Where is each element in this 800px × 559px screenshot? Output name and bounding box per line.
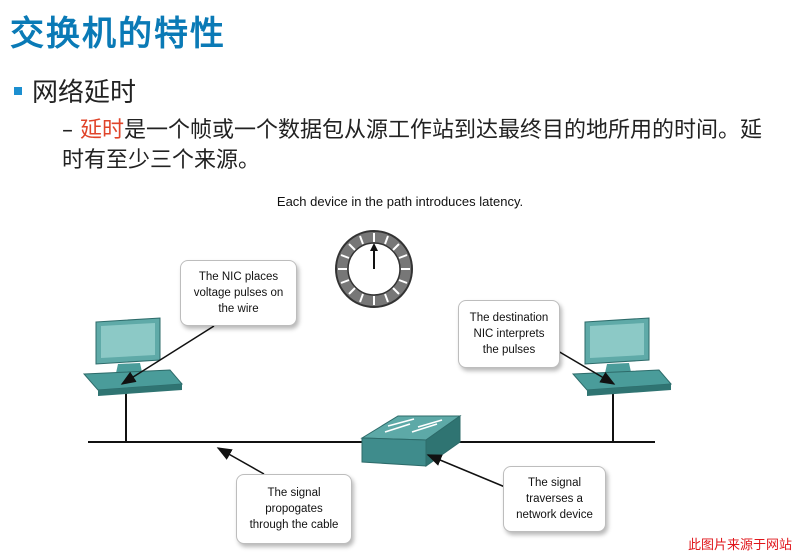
- callout-signal-propagates: The signal propogates through the cable: [236, 474, 352, 544]
- source-note: 此图片来源于网站: [687, 538, 792, 553]
- switch-icon: [360, 415, 462, 467]
- destination-computer-icon: [571, 317, 673, 396]
- callout-signal-traverses: The signal traverses a network device: [503, 466, 606, 532]
- sub-dash: –: [62, 118, 73, 143]
- sub-bullet-text: 是一个帧或一个数据包从源工作站到达最终目的地所用的时间。延时有至少三个来源。: [62, 118, 763, 173]
- bullet-text: 网络延时: [32, 78, 137, 108]
- sub-bullet: – 延时是一个帧或一个数据包从源工作站到达最终目的地所用的时间。延时有至少三个来…: [62, 116, 782, 176]
- highlight-term: 延时: [80, 118, 125, 143]
- source-computer-icon: [82, 317, 184, 396]
- callout-nic-places: The NIC places voltage pulses on the wir…: [180, 260, 297, 326]
- page-title: 交换机的特性: [10, 14, 226, 54]
- figure-caption: Each device in the path introduces laten…: [276, 194, 524, 209]
- bullet-square-icon: [14, 86, 22, 95]
- clock-icon: [335, 230, 413, 308]
- callout-destination-nic: The destination NIC interprets the pulse…: [458, 300, 560, 368]
- bullet-item: 网络延时: [14, 72, 136, 109]
